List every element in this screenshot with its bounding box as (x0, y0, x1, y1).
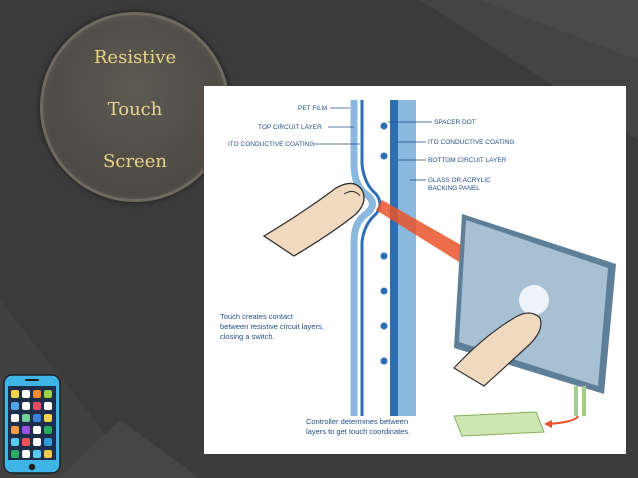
label-glass-acrylic: GLASS OR ACRYLIC (428, 177, 491, 184)
caption-touch-line-3: closing a switch. (220, 332, 275, 341)
right-labels: SPACER DOT ITO CONDUCTIVE COATING BOTTOM… (428, 119, 514, 192)
title-line-1: Resistive (93, 47, 177, 68)
title-circle: Resistive Touch Screen (40, 12, 230, 202)
caption-controller-line-2: layers to get touch coordinates. (306, 427, 410, 436)
caption-touch-line-1: Touch creates contact (220, 312, 294, 321)
caption-controller: Controller determines between layers to … (306, 417, 410, 436)
label-top-circuit-layer: TOP CIRCUIT LAYER (258, 124, 322, 131)
resistive-diagram: PET FILM TOP CIRCUIT LAYER ITO CONDUCTIV… (220, 100, 616, 437)
smartphone-icon (3, 374, 61, 474)
right-label-lines (388, 121, 432, 181)
label-backing-panel: BACKING PANEL (428, 185, 480, 192)
title-line-2: Touch (107, 99, 163, 120)
diagram-panel: PET FILM TOP CIRCUIT LAYER ITO CONDUCTIV… (204, 86, 626, 454)
app-grid (11, 390, 52, 458)
label-spacer-dot: SPACER DOT (434, 119, 476, 126)
caption-touch: Touch creates contact between resistive … (220, 312, 324, 341)
layer-stack (350, 100, 416, 416)
controller-board (453, 411, 579, 437)
caption-controller-line-1: Controller determines between (306, 417, 408, 426)
left-labels: PET FILM TOP CIRCUIT LAYER ITO CONDUCTIV… (228, 105, 327, 148)
label-ito-coating-right: ITO CONDUCTIVE COATING (428, 139, 514, 146)
screen-illustration (453, 214, 616, 416)
left-label-lines (314, 107, 360, 145)
title-line-3: Screen (103, 151, 167, 172)
label-ito-coating-left: ITO CONDUCTIVE COATING (228, 141, 314, 148)
caption-touch-line-2: between resistive circuit layers, (220, 322, 324, 331)
spacer-dot (380, 122, 388, 130)
finger-illustration (262, 182, 365, 257)
label-pet-film: PET FILM (298, 105, 327, 112)
label-bottom-circuit-layer: BOTTOM CIRCUIT LAYER (428, 157, 507, 164)
